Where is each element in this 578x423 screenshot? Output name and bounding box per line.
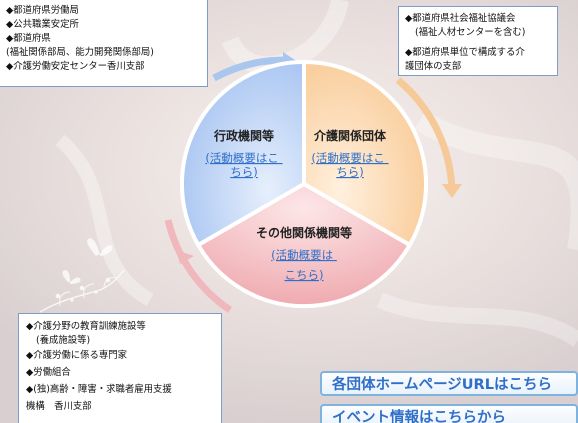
note-line: ◆都道府県単位で構成する介 — [405, 47, 525, 58]
note-line: ◆介護労働安定センター香川支部 — [6, 61, 145, 72]
homepage-urls-button[interactable]: 各団体ホームページURLはこちら — [320, 371, 578, 396]
note-line: ◆(独)高齢・障害・求職者雇用支援 — [26, 384, 172, 395]
link-line[interactable]: ちら) — [230, 165, 258, 179]
segment-title-care-organizations: 介護関係団体 — [313, 128, 387, 143]
note-line: ◆介護分野の教育訓練施設等 — [26, 321, 146, 332]
note-line: 機構 香川支部 — [26, 401, 92, 412]
note-line: (福祉人材センターを含む) — [415, 27, 526, 38]
link-line[interactable]: こちら) — [285, 268, 324, 282]
link-line[interactable]: (活動概要はこ — [311, 151, 385, 165]
connector-arc-bottom — [164, 219, 232, 313]
segment-other-institutions[interactable] — [195, 181, 413, 309]
arrow-left-icon — [176, 250, 194, 264]
segment-administrative[interactable] — [179, 59, 306, 248]
segment-care-organizations[interactable] — [302, 59, 429, 248]
segment-link-administrative[interactable]: (活動概要はこ ちら) — [205, 151, 282, 179]
note-line: ◆介護労働に係る専門家 — [26, 350, 127, 361]
note-line: (福祉関係部局、能力開発関係部局) — [6, 47, 154, 58]
note-line: 護団体の支部 — [405, 61, 462, 72]
note-line: ◆都道府県社会福祉協議会 — [405, 13, 516, 24]
event-info-button[interactable]: イベント情報はこちらから — [320, 404, 578, 423]
segment-link-other-institutions[interactable]: (活動概要は こちら) — [271, 248, 337, 282]
administrative-members-note: ◆都道府県労働局 ◆公共職業安定所 ◆都道府県 (福祉関係部局、能力開発関係部局… — [0, 0, 208, 87]
link-line[interactable]: ちら) — [336, 165, 364, 179]
connector-arc-right — [395, 77, 456, 191]
connector-arc-top — [212, 56, 287, 82]
segment-title-administrative: 行政機関等 — [213, 128, 274, 143]
other-institutions-note: ◆介護分野の教育訓練施設等 (養成施設等) ◆介護労働に係る専門家 ◆労働組合 … — [18, 313, 222, 423]
segment-title-other-institutions: その他関係機関等 — [256, 225, 352, 240]
arrow-down-icon — [442, 184, 462, 198]
note-line: ◆都道府県労働局 — [6, 5, 79, 16]
note-line: ◆都道府県 — [6, 33, 51, 44]
note-line: ◆労働組合 — [26, 367, 71, 378]
care-organizations-note: ◆都道府県社会福祉協議会 (福祉人材センターを含む) ◆都道府県単位で構成する介… — [398, 6, 558, 76]
note-line: ◆公共職業安定所 — [6, 19, 79, 30]
note-line: (養成施設等) — [36, 335, 91, 346]
segment-link-care-organizations[interactable]: (活動概要はこ ちら) — [311, 151, 388, 179]
link-line[interactable]: (活動概要は — [271, 248, 333, 262]
link-line[interactable]: (活動概要はこ — [205, 151, 279, 165]
